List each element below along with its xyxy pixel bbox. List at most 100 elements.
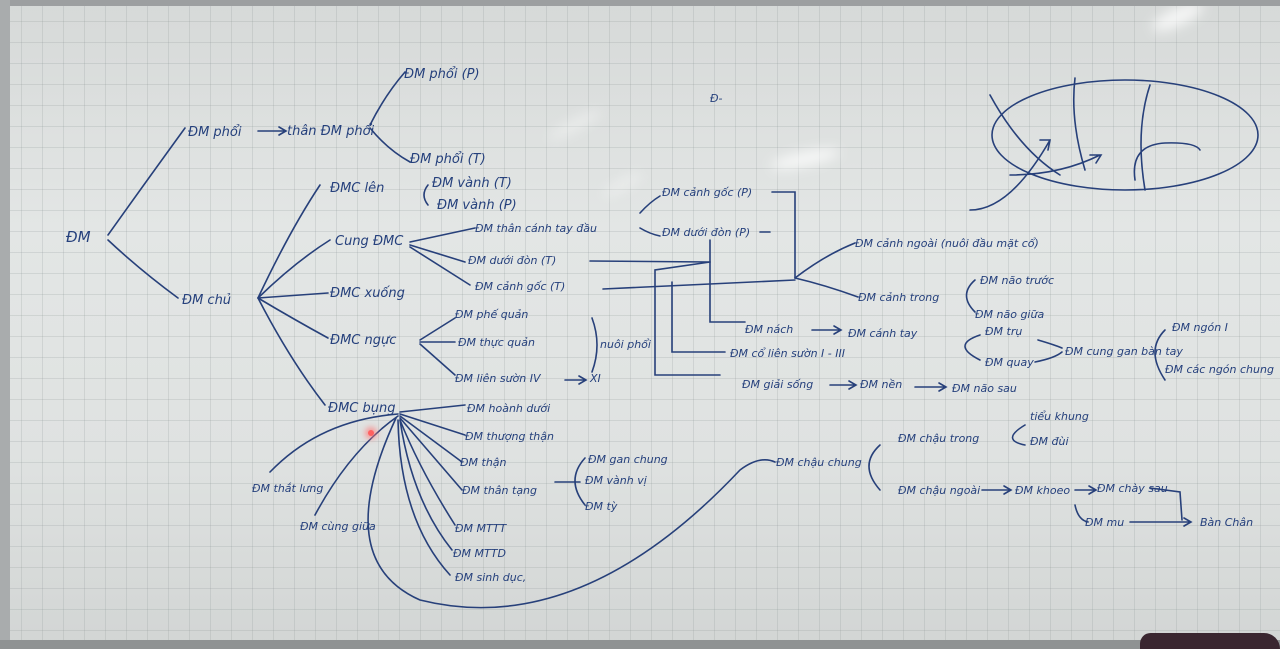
label-canh-trong: ĐM cảnh trong bbox=[858, 291, 939, 304]
label-cung: Cung ĐMC bbox=[335, 234, 404, 249]
label-mttt: ĐM MTTT bbox=[455, 522, 507, 535]
connector bbox=[257, 297, 329, 339]
label-canh-goc-p: ĐM cảnh gốc (P) bbox=[662, 186, 752, 199]
label-mu: ĐM mu bbox=[1085, 516, 1124, 529]
connector bbox=[399, 419, 456, 526]
arrow bbox=[981, 485, 1013, 495]
arrow bbox=[1129, 517, 1193, 527]
label-canh-goc-t: ĐM cảnh gốc (T) bbox=[475, 280, 565, 293]
label-hoanh-duoi: ĐM hoành dưới bbox=[467, 402, 550, 415]
connector bbox=[589, 260, 711, 263]
label-vi: ĐM vành vị bbox=[585, 474, 648, 487]
connector bbox=[794, 277, 859, 298]
eye-sketch bbox=[1140, 84, 1151, 191]
connector bbox=[1149, 487, 1183, 521]
label-cung-giua: ĐM cùng giữa bbox=[300, 520, 376, 533]
label-phoi: ĐM phổi bbox=[188, 125, 242, 140]
label-cac-ngon: ĐM các ngón chung bbox=[1165, 363, 1274, 376]
connector bbox=[369, 71, 406, 126]
eye-sketch bbox=[969, 139, 1051, 211]
label-vanh-t: ĐM vành (T) bbox=[432, 176, 512, 191]
arrow bbox=[811, 325, 843, 335]
arrow bbox=[257, 126, 288, 136]
label-thuc-quan: ĐM thực quản bbox=[458, 336, 535, 349]
bracket bbox=[574, 457, 586, 506]
label-dm: ĐM bbox=[66, 228, 91, 246]
connector bbox=[257, 292, 329, 299]
label-nach: ĐM nách bbox=[745, 323, 793, 336]
label-co-lien-suon: ĐM cổ liên sườn I - III bbox=[730, 347, 845, 360]
label-than-tang: ĐM thân tạng bbox=[462, 484, 537, 497]
label-nao-truoc: ĐM não trước bbox=[980, 274, 1054, 287]
label-giai-song: ĐM giải sống bbox=[742, 378, 813, 391]
label-ngon-1: ĐM ngón I bbox=[1172, 321, 1228, 334]
connector bbox=[257, 297, 326, 406]
label-canh-tay: ĐM cánh tay bbox=[848, 327, 918, 340]
bracket bbox=[965, 279, 976, 313]
label-that-lung: ĐM thắt lưng bbox=[252, 482, 323, 495]
label-chay-sau: ĐM chày sau bbox=[1097, 482, 1168, 495]
label-nuoi-phoi: nuôi phổi bbox=[600, 338, 651, 351]
label-nao-sau: ĐM não sau bbox=[952, 382, 1017, 395]
label-chu: ĐM chủ bbox=[182, 293, 231, 308]
connector bbox=[399, 417, 463, 491]
connector bbox=[399, 415, 463, 463]
bracket bbox=[639, 195, 661, 214]
connector bbox=[671, 281, 726, 353]
bracket bbox=[1011, 424, 1026, 446]
label-than: ĐM thận bbox=[460, 456, 507, 469]
label-c-bung: ĐMC bụng bbox=[328, 401, 395, 416]
label-dui: ĐM đùi bbox=[1030, 435, 1069, 448]
label-mttd: ĐM MTTD bbox=[453, 547, 506, 560]
label-than-canh-tay-dau: ĐM thân cánh tay đầu bbox=[475, 222, 597, 235]
connector bbox=[409, 246, 471, 286]
label-phoi-p: ĐM phổi (P) bbox=[404, 67, 480, 82]
label-cung-gan: ĐM cung gan bàn tay bbox=[1065, 345, 1183, 358]
label-lien-suon: ĐM liên sườn IV bbox=[455, 372, 542, 385]
label-ban-chan: Bàn Chân bbox=[1200, 516, 1253, 529]
label-nao-giua: ĐM não giữa bbox=[975, 308, 1044, 321]
label-canh-ngoai: ĐM cảnh ngoài (nuôi đầu mặt cổ) bbox=[855, 237, 1039, 250]
label-duoi-don-t: ĐM dưới đòn (T) bbox=[468, 254, 556, 267]
connector bbox=[397, 419, 451, 576]
label-phoi-t: ĐM phổi (T) bbox=[410, 152, 486, 167]
connector bbox=[654, 261, 721, 376]
label-khoeo: ĐM khoeo bbox=[1015, 484, 1070, 497]
connector bbox=[409, 227, 476, 243]
label-quay: ĐM quay bbox=[985, 356, 1034, 369]
laser-pointer-dot bbox=[368, 430, 374, 436]
label-thuong-than: ĐM thượng thận bbox=[465, 430, 554, 443]
connector bbox=[107, 127, 186, 236]
connector bbox=[709, 239, 746, 323]
label-vanh-p: ĐM vành (P) bbox=[437, 198, 517, 213]
label-chau-ngoai: ĐM chậu ngoài bbox=[898, 484, 980, 497]
connector bbox=[399, 413, 466, 436]
bracket bbox=[964, 334, 981, 361]
label-chau-trong: ĐM chậu trong bbox=[898, 432, 979, 445]
bracket bbox=[591, 317, 598, 373]
label-gan-chung: ĐM gan chung bbox=[588, 453, 668, 466]
connector bbox=[257, 184, 321, 299]
connector bbox=[771, 191, 796, 279]
arrow bbox=[1074, 485, 1098, 495]
eye-sketch bbox=[989, 94, 1061, 176]
connector bbox=[314, 415, 399, 516]
label-chau-chung: ĐM chậu chung bbox=[776, 456, 862, 469]
connector bbox=[1074, 504, 1089, 523]
bracket bbox=[1154, 329, 1166, 381]
label-c-nguc: ĐMC ngực bbox=[330, 333, 396, 348]
label-tru: ĐM trụ bbox=[985, 325, 1022, 338]
eye-sketch bbox=[1073, 77, 1086, 171]
eye-sketch bbox=[991, 79, 1259, 191]
connector bbox=[399, 404, 466, 413]
bracket bbox=[868, 444, 881, 491]
label-c-len: ĐMC lên bbox=[330, 181, 384, 196]
cloth-on-tray bbox=[1140, 633, 1280, 649]
bracket bbox=[639, 227, 661, 237]
label-nen: ĐM nền bbox=[860, 378, 902, 391]
connector bbox=[399, 419, 453, 551]
bracket bbox=[423, 184, 429, 206]
label-phe-quan: ĐM phế quản bbox=[455, 308, 528, 321]
